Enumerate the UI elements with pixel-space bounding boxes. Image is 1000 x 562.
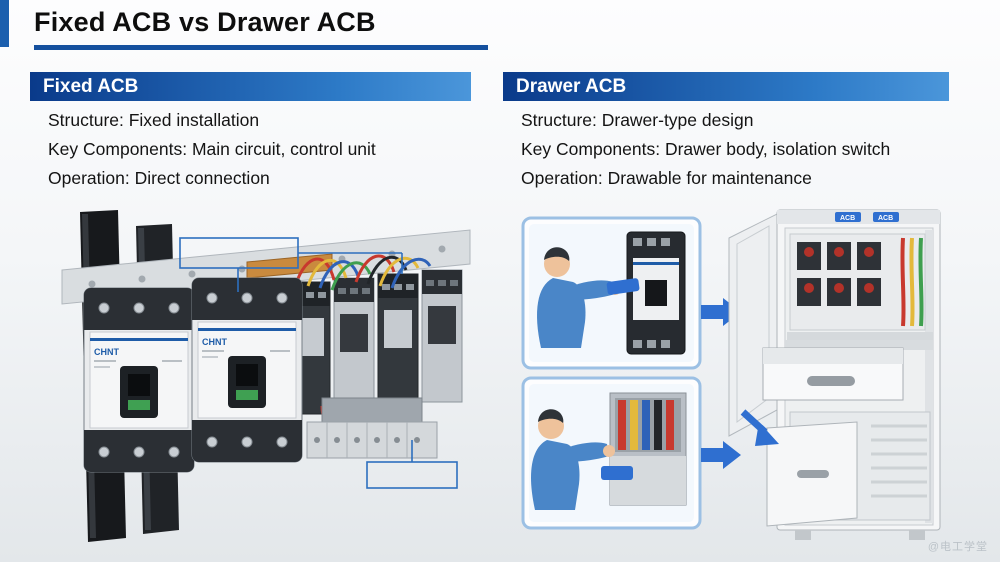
fixed-acb-header: Fixed ACB [30,72,471,101]
fixed-spec-operation: Operation: Direct connection [48,168,270,188]
drawer-spec-components: Key Components: Drawer body, isolation s… [521,139,891,159]
contactor-unit [377,273,419,407]
cabinet-label: ACB [840,215,855,222]
fixed-spec-components: Key Components: Main circuit, control un… [48,139,376,159]
drawer-acb-header: Drawer ACB [503,72,949,101]
drawer-spec-structure: Structure: Drawer-type design [521,110,754,130]
cabinet-lower-section [766,411,931,527]
drawer-acb-illustration: ACB ACB [521,209,941,540]
fixed-acb-illustration: CHNT CHNT [61,210,471,542]
mccb-2 [191,277,303,463]
cabinet-top-section [789,233,926,331]
cabinet-open-door [728,213,778,437]
contactor-unit [333,277,375,411]
mccb-1 [83,287,195,473]
pull-drawer-frame [521,376,702,530]
insert-breaker-frame [521,216,702,370]
fixed-acb-spec-list: Structure: Fixed installation Key Compon… [48,106,376,193]
blue-handle [606,278,640,295]
contactor-unit [421,269,463,403]
watermark: @电工学堂 [927,541,988,553]
drawer-handle [601,466,633,480]
title-underline [34,45,488,50]
contactor-bank [289,269,463,415]
highlight-overlay [179,237,458,489]
drawer-acb-header-label: Drawer ACB [516,76,627,97]
cabinet-drawer [762,340,933,401]
arrow-right-icon [701,441,741,469]
fixed-spec-structure: Structure: Fixed installation [48,110,260,130]
arrow-down-right-icon [740,409,779,446]
cabinet-label: ACB [878,215,893,222]
frame1-breaker [626,231,686,355]
mccb-1-brand: CHNT [94,347,119,357]
frame2-drawer-unit [601,392,687,506]
page-title: Fixed ACB vs Drawer ACB [34,7,376,37]
mccb-2-brand: CHNT [202,337,227,347]
drawer-acb-spec-list: Structure: Drawer-type design Key Compon… [521,106,890,193]
acb-cabinet: ACB ACB [728,209,941,540]
drawer-pull-handle [807,376,855,386]
fixed-acb-header-label: Fixed ACB [43,76,139,97]
drawer-spec-operation: Operation: Drawable for maintenance [521,168,812,188]
terminal-block [306,397,438,459]
title-accent-bar [0,0,9,47]
